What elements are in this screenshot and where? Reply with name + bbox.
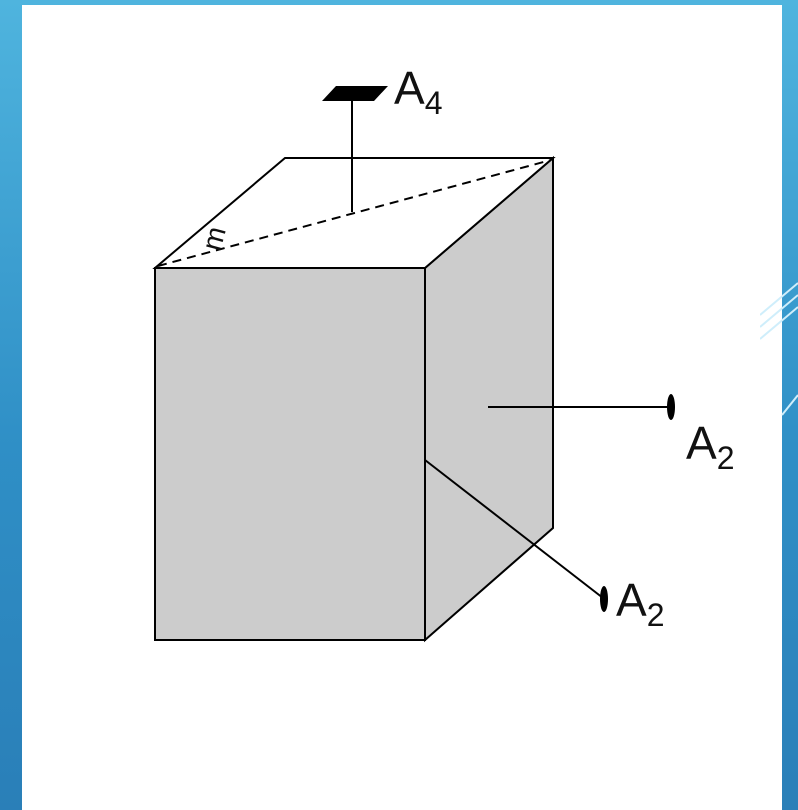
decorative-accent-lines — [760, 282, 798, 416]
twofold-axis-horizontal-label: A2 — [686, 417, 734, 476]
twofold-axis-horizontal-letter: A — [686, 417, 717, 469]
twofold-axis-horizontal-subscript: 2 — [717, 440, 735, 476]
twofold-axis-diagonal-label: A2 — [616, 574, 664, 633]
fourfold-axis-letter: A — [394, 62, 425, 114]
twofold-axis-diagonal-lens-icon — [600, 586, 608, 612]
twofold-axis-horizontal-lens-icon — [667, 394, 675, 420]
twofold-axis-diagonal-line — [424, 459, 604, 599]
fourfold-axis-label: A4 — [394, 62, 442, 121]
twofold-axis-diagonal-letter: A — [616, 574, 647, 626]
fourfold-axis-subscript: 4 — [425, 85, 443, 121]
twofold-axis-diagonal-subscript: 2 — [647, 597, 665, 633]
fourfold-axis-square-icon — [322, 86, 388, 101]
mirror-plane-line — [157, 159, 552, 267]
prism-front-face — [154, 267, 426, 641]
